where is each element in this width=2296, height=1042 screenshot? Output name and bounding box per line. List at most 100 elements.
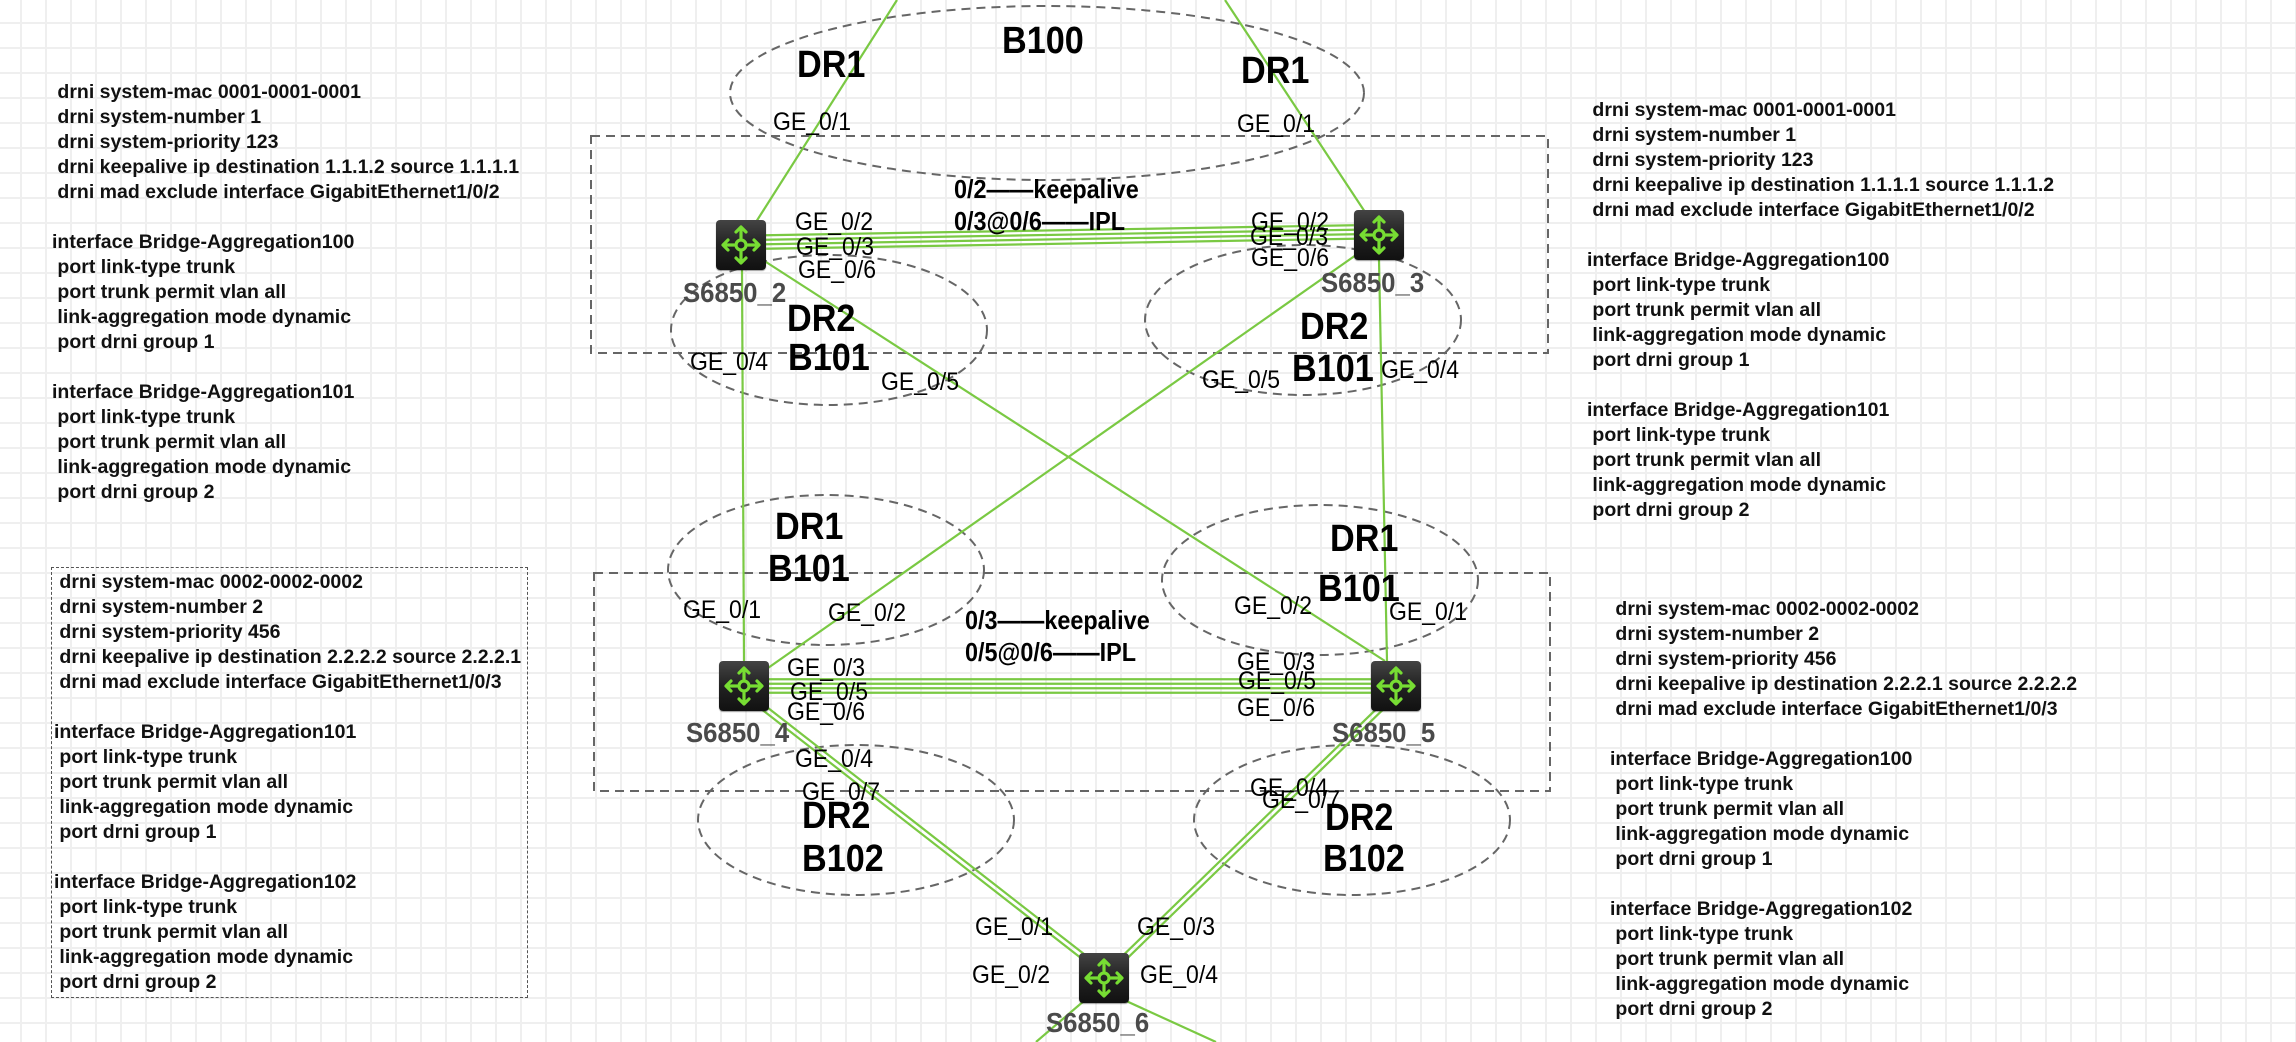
port-label: GE_0/6	[798, 256, 876, 284]
config-line: port drni group 1	[52, 331, 215, 353]
config-line: drni system-priority 456	[54, 621, 281, 643]
top-right-b101-ellipse	[1144, 244, 1462, 396]
drni-system-2-boundary	[593, 572, 1551, 792]
config-line	[54, 845, 521, 870]
port-label: GE_0/6	[1251, 244, 1329, 272]
config-line: link-aggregation mode dynamic	[1610, 973, 1910, 995]
config-line: port trunk permit vlan all	[52, 431, 287, 453]
port-label: GE_0/2	[828, 599, 906, 627]
switch-s6850-5[interactable]	[1371, 661, 1421, 711]
port-label: GE_0/2	[795, 208, 873, 236]
config-line: port link-type trunk	[54, 896, 238, 918]
device-label-s6850-4: S6850_4	[686, 717, 790, 748]
port-label: GE_0/4	[1250, 774, 1328, 802]
link-s5-s6	[1124, 709, 1384, 961]
config-line: interface Bridge-Aggregation102	[1610, 898, 1913, 920]
switch-icon	[721, 225, 761, 265]
port-label: GE_0/3	[787, 654, 865, 682]
port-label: GE_0/2	[1234, 592, 1312, 620]
link-s2-uplink	[755, 0, 898, 223]
config-line: port drni group 2	[52, 481, 215, 503]
bot-right-b102-ellipse	[1193, 744, 1511, 896]
device-label-s6850-2: S6850_2	[683, 277, 787, 308]
port-label: GE_0/3	[1137, 913, 1215, 941]
group-label-mid-left-b101: B101	[768, 548, 850, 590]
config-line: drni system-number 1	[1587, 124, 1797, 146]
switch-s6850-6[interactable]	[1079, 953, 1129, 1003]
port-label: GE_0/3	[796, 233, 874, 261]
link-s2-s5	[765, 261, 1386, 662]
config-bottom-left: drni system-mac 0002-0002-0002 drni syst…	[51, 567, 529, 998]
mid-right-b101-ellipse	[1161, 504, 1479, 656]
config-line: interface Bridge-Aggregation100	[52, 231, 355, 253]
config-line	[52, 205, 519, 230]
config-line: interface Bridge-Aggregation101	[1587, 399, 1890, 421]
port-label: GE_0/1	[975, 913, 1053, 941]
device-label-s6850-6: S6850_6	[1046, 1007, 1150, 1038]
note-bottom-keepalive: 0/3——keepalive	[965, 605, 1150, 635]
drni-system-1-boundary	[590, 135, 1549, 354]
link-s2-s3-bundle	[766, 233, 1355, 246]
group-label-bot-right-dr2: DR2	[1325, 797, 1394, 839]
mid-left-b101-ellipse	[667, 494, 985, 646]
config-line: port drni group 1	[54, 821, 217, 843]
config-line: port drni group 2	[54, 971, 217, 993]
config-line: drni system-number 2	[54, 596, 264, 618]
switch-s6850-3[interactable]	[1354, 210, 1404, 260]
config-line: port link-type trunk	[1587, 274, 1771, 296]
link-s3-s4	[767, 254, 1357, 669]
config-line: interface Bridge-Aggregation102	[54, 871, 357, 893]
config-line: drni mad exclude interface GigabitEthern…	[1587, 199, 2035, 221]
group-label-top-right-b101: B101	[1292, 348, 1374, 390]
config-line	[1587, 223, 2054, 248]
port-label: GE_0/5	[1238, 667, 1316, 695]
config-line: drni system-mac 0001-0001-0001	[52, 81, 361, 103]
link-s2-s3-bundle	[765, 224, 1354, 237]
link-s4-s6	[764, 705, 1088, 957]
config-line: port trunk permit vlan all	[1587, 299, 1822, 321]
port-label: GE_0/1	[773, 108, 851, 136]
switch-s6850-2[interactable]	[716, 220, 766, 270]
config-line	[1610, 722, 2077, 747]
group-label-bot-right-b102: B102	[1323, 838, 1405, 880]
group-label-top-left-dr2: DR2	[787, 298, 856, 340]
config-line	[54, 695, 521, 720]
switch-icon	[1084, 958, 1124, 998]
port-label: GE_0/1	[1237, 110, 1315, 138]
port-label: GE_0/2	[972, 961, 1050, 989]
config-line	[52, 355, 519, 380]
link-s5-s6	[1121, 705, 1381, 957]
config-top-right: drni system-mac 0001-0001-0001 drni syst…	[1587, 98, 2054, 523]
config-line: port link-type trunk	[52, 256, 236, 278]
group-label-bot-left-dr2: DR2	[802, 795, 871, 837]
port-label: GE_0/2	[1251, 208, 1329, 236]
link-s2-s3-bundle	[766, 237, 1355, 250]
group-label-bot-left-b102: B102	[802, 838, 884, 880]
port-label: GE_0/5	[881, 368, 959, 396]
config-line: port trunk permit vlan all	[1610, 798, 1845, 820]
config-top-left: drni system-mac 0001-0001-0001 drni syst…	[52, 80, 519, 505]
config-line: port link-type trunk	[1610, 923, 1794, 945]
config-line: port drni group 1	[1587, 349, 1750, 371]
config-line: link-aggregation mode dynamic	[1587, 324, 1887, 346]
config-line: link-aggregation mode dynamic	[54, 796, 354, 818]
device-label-s6850-5: S6850_5	[1332, 717, 1436, 748]
config-line: link-aggregation mode dynamic	[1610, 823, 1910, 845]
config-line: port trunk permit vlan all	[54, 771, 289, 793]
config-line: drni system-number 1	[52, 106, 262, 128]
config-line: drni system-mac 0001-0001-0001	[1587, 99, 1896, 121]
config-line: drni system-priority 456	[1610, 648, 1837, 670]
port-label: GE_0/7	[802, 778, 880, 806]
group-label-dr1-left: DR1	[797, 44, 866, 86]
config-line: drni mad exclude interface GigabitEthern…	[54, 671, 502, 693]
config-line: drni mad exclude interface GigabitEthern…	[1610, 698, 2058, 720]
b100-ellipse	[729, 5, 1365, 181]
switch-s6850-4[interactable]	[719, 661, 769, 711]
port-label: GE_0/7	[1262, 786, 1340, 814]
config-line: port trunk permit vlan all	[1610, 948, 1845, 970]
config-line: port drni group 2	[1587, 499, 1750, 521]
port-label: GE_0/4	[1140, 961, 1218, 989]
note-top-ipl: 0/3@0/6——IPL	[954, 206, 1126, 236]
link-s4-s6	[761, 709, 1085, 961]
link-s6-down-left	[1035, 999, 1086, 1042]
